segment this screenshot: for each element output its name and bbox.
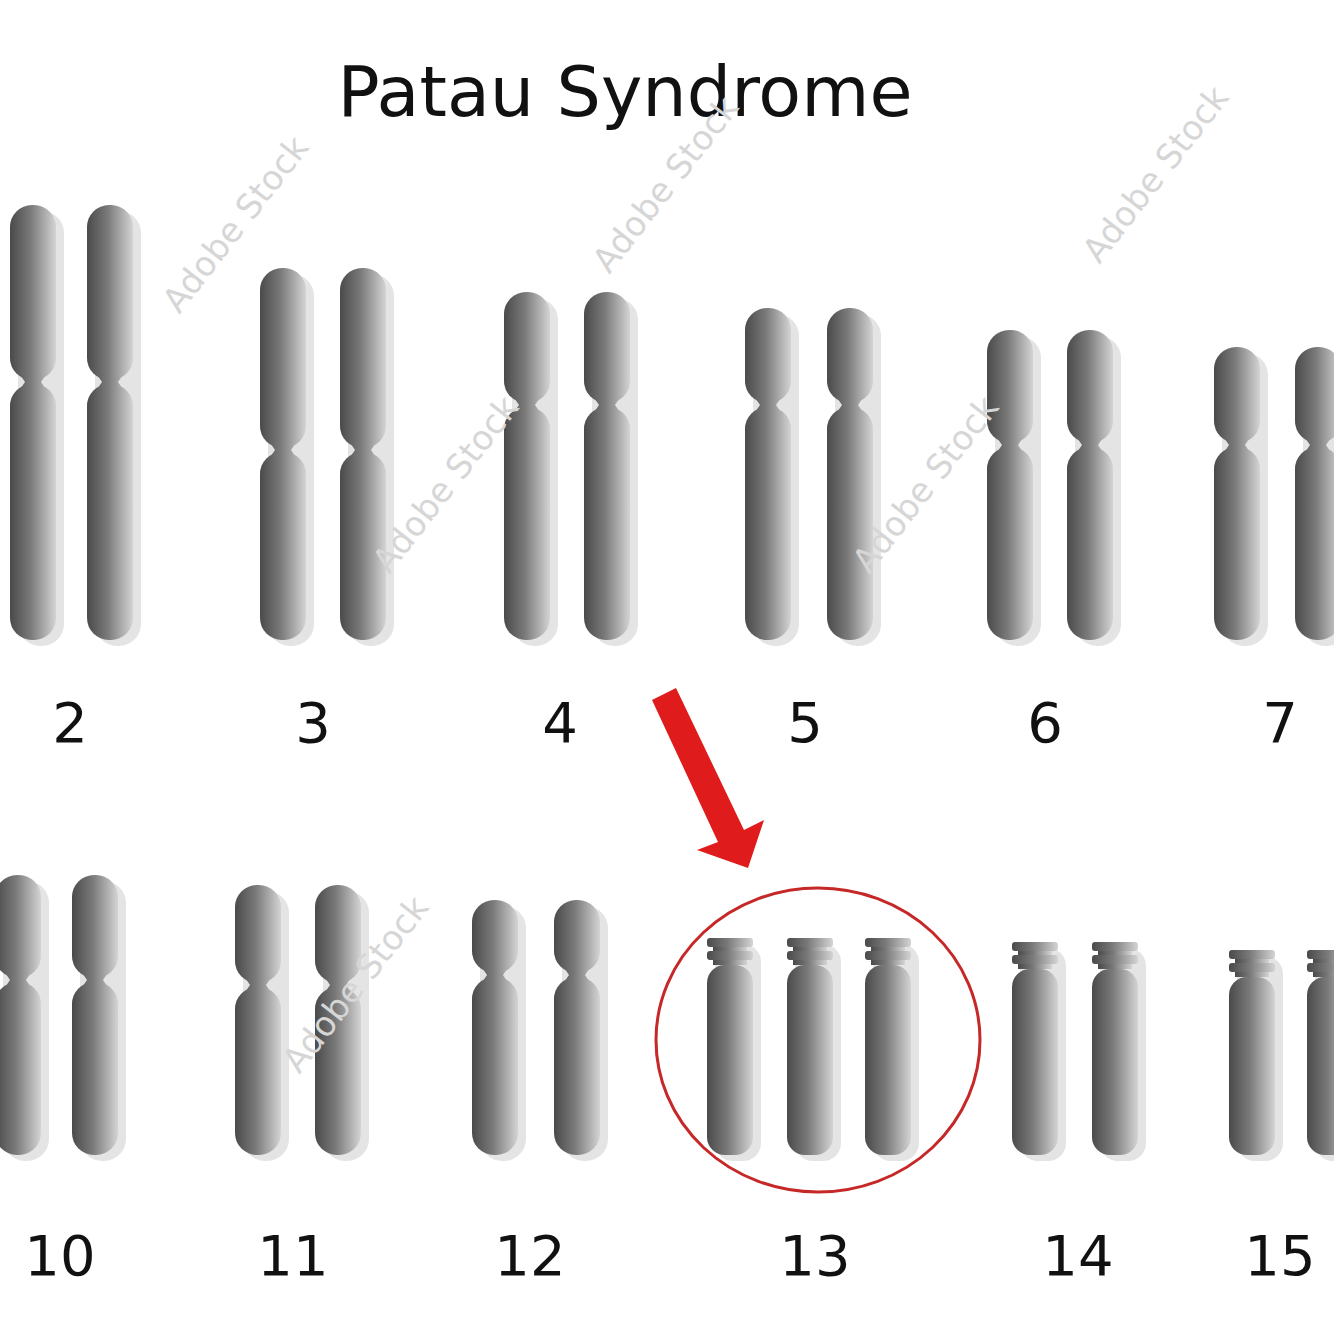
chromosome [554,900,600,1155]
chromosome [340,268,386,640]
acrocentric-chromosome [1229,950,1275,1155]
chromosome-number: 6 [1027,690,1063,755]
pointer-arrow [652,688,764,868]
chromosome-number: 5 [787,690,823,755]
chromosome-number: 3 [295,690,331,755]
chromosome-number: 4 [542,690,578,755]
chromosome [1214,347,1260,640]
chromosome-number: 2 [52,690,88,755]
acrocentric-chromosome [1012,942,1058,1155]
chromosome [987,330,1033,640]
chromosome-number: 15 [1244,1223,1315,1288]
chromosome [10,205,56,640]
chromosome [827,308,873,640]
diagram-title: Patau Syndrome [338,51,913,133]
chromosome [235,885,281,1155]
chromosome [260,268,306,640]
chromosome-number: 14 [1042,1223,1113,1288]
acrocentric-chromosome [707,938,753,1155]
chromosome-number: 12 [494,1223,565,1288]
highlight-circle [656,888,980,1192]
chromosome [0,875,41,1155]
chromosome [1295,347,1334,640]
chromosome-number: 7 [1262,690,1298,755]
acrocentric-chromosome [865,938,911,1155]
acrocentric-chromosome [787,938,833,1155]
chromosome [745,308,791,640]
acrocentric-chromosome [1092,942,1138,1155]
chromosome [504,292,550,640]
acrocentric-chromosome [1307,950,1334,1155]
chromosome-number: 11 [257,1223,328,1288]
chromosome [472,900,518,1155]
watermark: Adobe Stock [1074,78,1236,270]
chromosome [1067,330,1113,640]
chromosome-number: 10 [24,1223,95,1288]
chromosome [72,875,118,1155]
chromosome [584,292,630,640]
chromosome-number: 13 [779,1223,850,1288]
chromosome [87,205,133,640]
